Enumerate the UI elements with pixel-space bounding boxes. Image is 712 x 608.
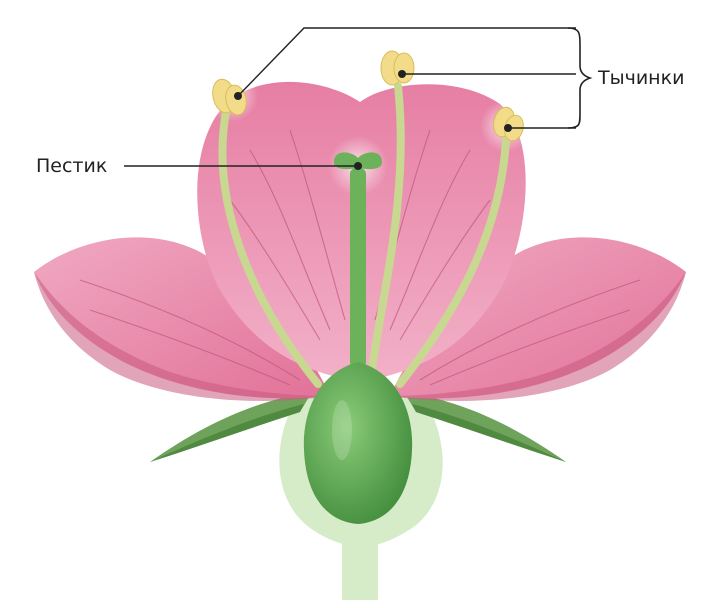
leader-line-stamen-left	[237, 27, 576, 97]
label-stamens: Тычинки	[597, 67, 684, 89]
leader-lines	[124, 27, 576, 167]
ovary-shine	[332, 400, 352, 460]
stamen-filament-right	[396, 136, 510, 388]
anther-center	[380, 50, 415, 86]
pointer-dot-stamen-right	[504, 124, 512, 132]
stem	[342, 540, 378, 600]
pointer-dot-stamen-center	[398, 70, 406, 78]
sepal-right-inner	[412, 404, 566, 462]
stamen-filament-center	[366, 82, 405, 388]
stamen-filament-left	[218, 108, 322, 388]
pistil-style	[350, 168, 366, 368]
petal-right	[390, 237, 686, 399]
petal-left	[34, 237, 330, 399]
petal-left-edge	[34, 272, 330, 401]
stamens-brace	[567, 27, 593, 129]
pointer-dot-stamen-left	[234, 92, 242, 100]
sepal-left-inner	[150, 404, 304, 462]
label-pistil: Пестик	[36, 155, 107, 177]
petal-right-edge	[390, 272, 686, 401]
pistil-stigma	[334, 152, 382, 170]
ovary	[303, 362, 413, 524]
pointer-dot-pistil	[354, 162, 362, 170]
